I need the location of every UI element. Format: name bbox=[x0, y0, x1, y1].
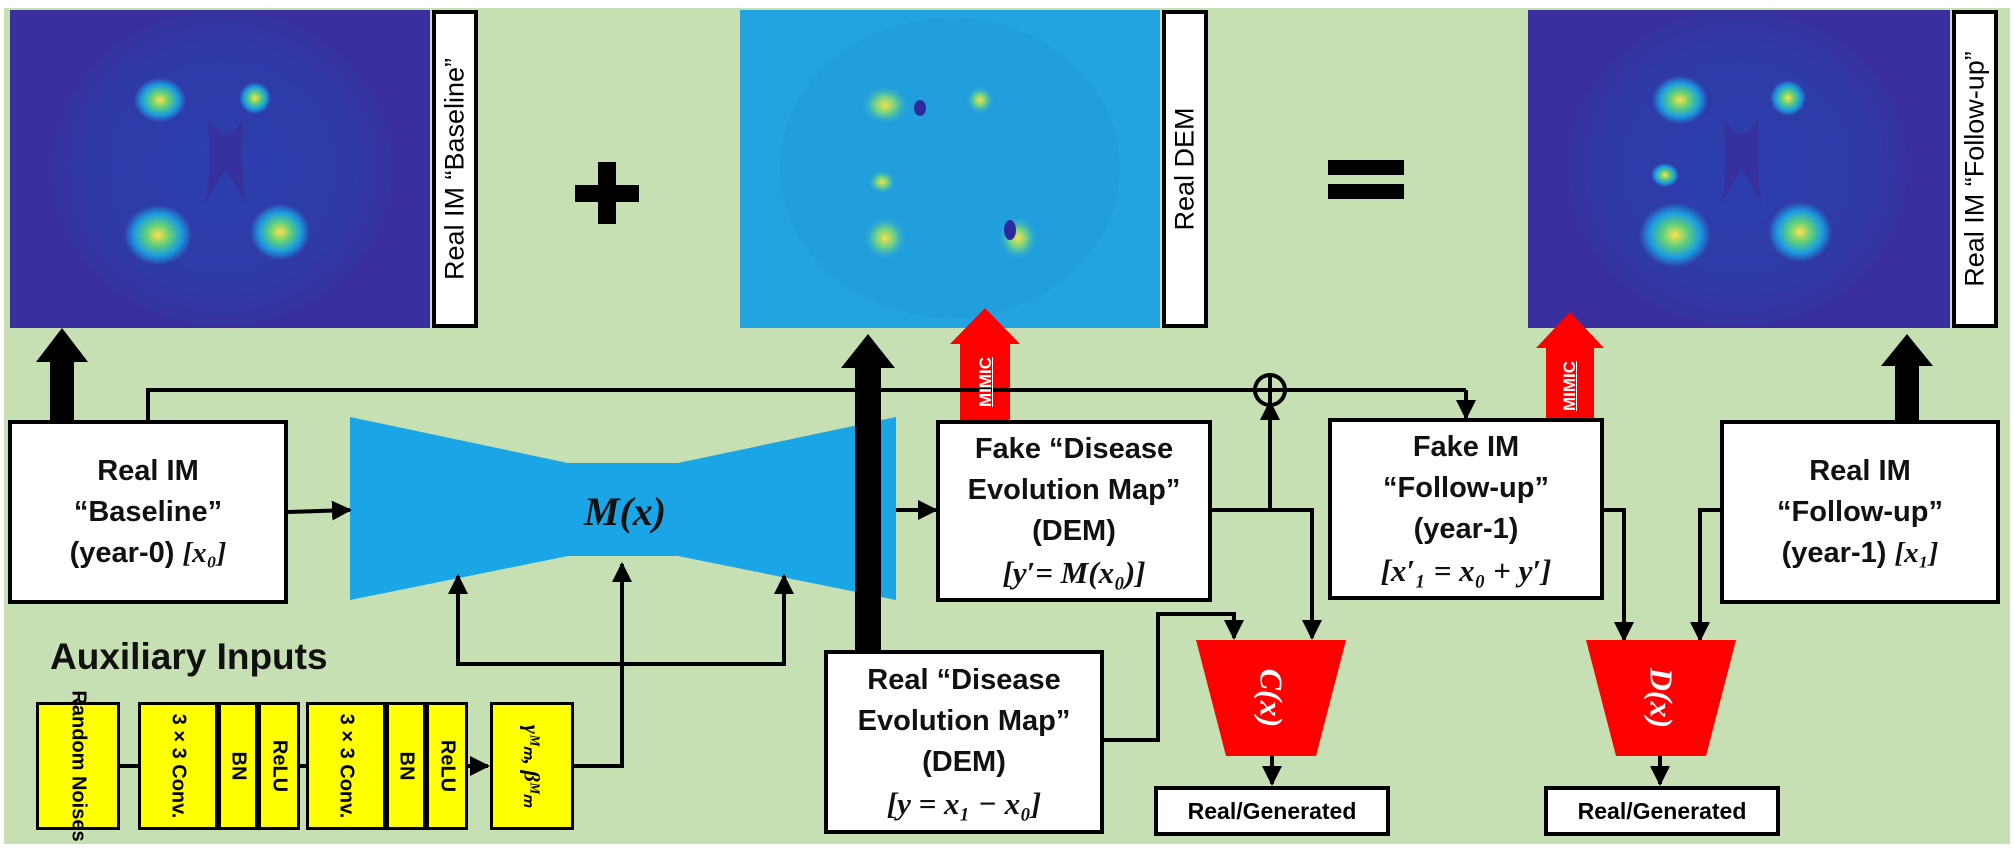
real-dem-math: [y = x₁ − x₀] bbox=[886, 786, 1042, 821]
followup-image-label: Real IM “Follow-up” bbox=[1952, 10, 1998, 328]
mimic-label-dem: MIMIC bbox=[976, 356, 995, 408]
fake-dem-line1: Fake “Disease bbox=[974, 433, 1174, 465]
baseline-line3: (year-0) bbox=[69, 536, 175, 569]
mimic-arrow-dem bbox=[950, 308, 1020, 428]
equals-symbol bbox=[1328, 160, 1404, 199]
aux-relu-1: ReLU bbox=[258, 702, 300, 830]
real-followup-line2: “Follow-up” bbox=[1777, 495, 1943, 528]
fake-followup-line3: (year-1) bbox=[1413, 513, 1519, 545]
discriminator-c-shape bbox=[1196, 640, 1346, 756]
generator-label: M(x) bbox=[583, 489, 667, 534]
discriminator-d-shape bbox=[1586, 640, 1736, 756]
real-dem-line1: Real “Disease bbox=[867, 664, 1061, 696]
real-followup-box: Real IM “Follow-up” (year-1) [x₁] bbox=[1720, 420, 2000, 604]
real-dem-box: Real “Disease Evolution Map” (DEM) [y = … bbox=[824, 650, 1104, 834]
discriminator-d-label-wrap: D(x) bbox=[1626, 656, 1696, 740]
aux-random-noises: Random Noises bbox=[36, 690, 120, 842]
connector-lines bbox=[120, 388, 1720, 786]
aux-relu-2: ReLU bbox=[426, 702, 468, 830]
generator-m-shape bbox=[350, 417, 896, 600]
baseline-line1: Real IM bbox=[97, 454, 199, 487]
fake-followup-box: Fake IM “Follow-up” (year-1) [x′₁ = x₀ +… bbox=[1328, 418, 1604, 600]
thick-arrow-dem bbox=[841, 334, 895, 658]
baseline-line3-wrap: (year-0) [x₀] bbox=[70, 533, 227, 574]
fake-dem-box: Fake “Disease Evolution Map” (DEM) [y′= … bbox=[936, 420, 1212, 602]
real-baseline-box: Real IM “Baseline” (year-0) [x₀] bbox=[8, 420, 288, 604]
equals-symbol-text: = bbox=[1328, 160, 1404, 200]
real-followup-line3-wrap: (year-1) [x₁] bbox=[1782, 533, 1939, 574]
mimic-label-followup: MIMIC bbox=[1560, 360, 1579, 412]
dem-image-label: Real DEM bbox=[1162, 10, 1208, 328]
discriminator-d-output: Real/Generated bbox=[1544, 786, 1780, 836]
sum-symbol-text: ⊕ bbox=[1255, 373, 1285, 407]
plus-symbol bbox=[575, 162, 639, 224]
followup-brain-image bbox=[1528, 10, 1950, 328]
real-dem-line2: Evolution Map” bbox=[857, 705, 1071, 737]
discriminator-d-label: D(x) bbox=[1643, 667, 1680, 729]
aux-gamma-beta: γᴹₘ, βᴹₘ bbox=[490, 702, 574, 830]
dem-image bbox=[740, 10, 1160, 328]
baseline-image-label: Real IM “Baseline” bbox=[432, 10, 478, 328]
fake-dem-math: [y′= M(x₀)] bbox=[1002, 555, 1146, 590]
aux-bn-1: BN bbox=[218, 702, 258, 830]
aux-bn-2: BN bbox=[386, 702, 426, 830]
fake-dem-line3: (DEM) bbox=[1032, 515, 1116, 547]
sum-node bbox=[1253, 373, 1287, 407]
real-followup-line1: Real IM bbox=[1809, 454, 1911, 487]
fake-followup-line1: Fake IM bbox=[1412, 431, 1520, 463]
real-dem-line3: (DEM) bbox=[922, 746, 1006, 778]
baseline-brain-image bbox=[10, 10, 430, 328]
baseline-math: [x₀] bbox=[182, 536, 227, 569]
baseline-line2: “Baseline” bbox=[73, 495, 223, 528]
aux-conv-2: 3 × 3 Conv. bbox=[306, 702, 386, 830]
discriminator-c-output: Real/Generated bbox=[1154, 786, 1390, 836]
fake-followup-line2: “Follow-up” bbox=[1383, 472, 1549, 504]
real-followup-math: [x₁] bbox=[1894, 536, 1939, 569]
aux-conv-1: 3 × 3 Conv. bbox=[138, 702, 218, 830]
real-followup-line3: (year-1) bbox=[1781, 536, 1887, 569]
plus-symbol-text: + bbox=[575, 162, 639, 224]
mimic-arrow-followup bbox=[1536, 312, 1604, 432]
auxiliary-title: Auxiliary Inputs bbox=[50, 636, 328, 677]
fake-followup-math: [x′₁ = x₀ + y′] bbox=[1380, 553, 1552, 588]
discriminator-c-label-wrap: C(x) bbox=[1236, 656, 1306, 740]
fake-dem-line2: Evolution Map” bbox=[967, 474, 1181, 506]
discriminator-c-label: C(x) bbox=[1253, 668, 1290, 728]
